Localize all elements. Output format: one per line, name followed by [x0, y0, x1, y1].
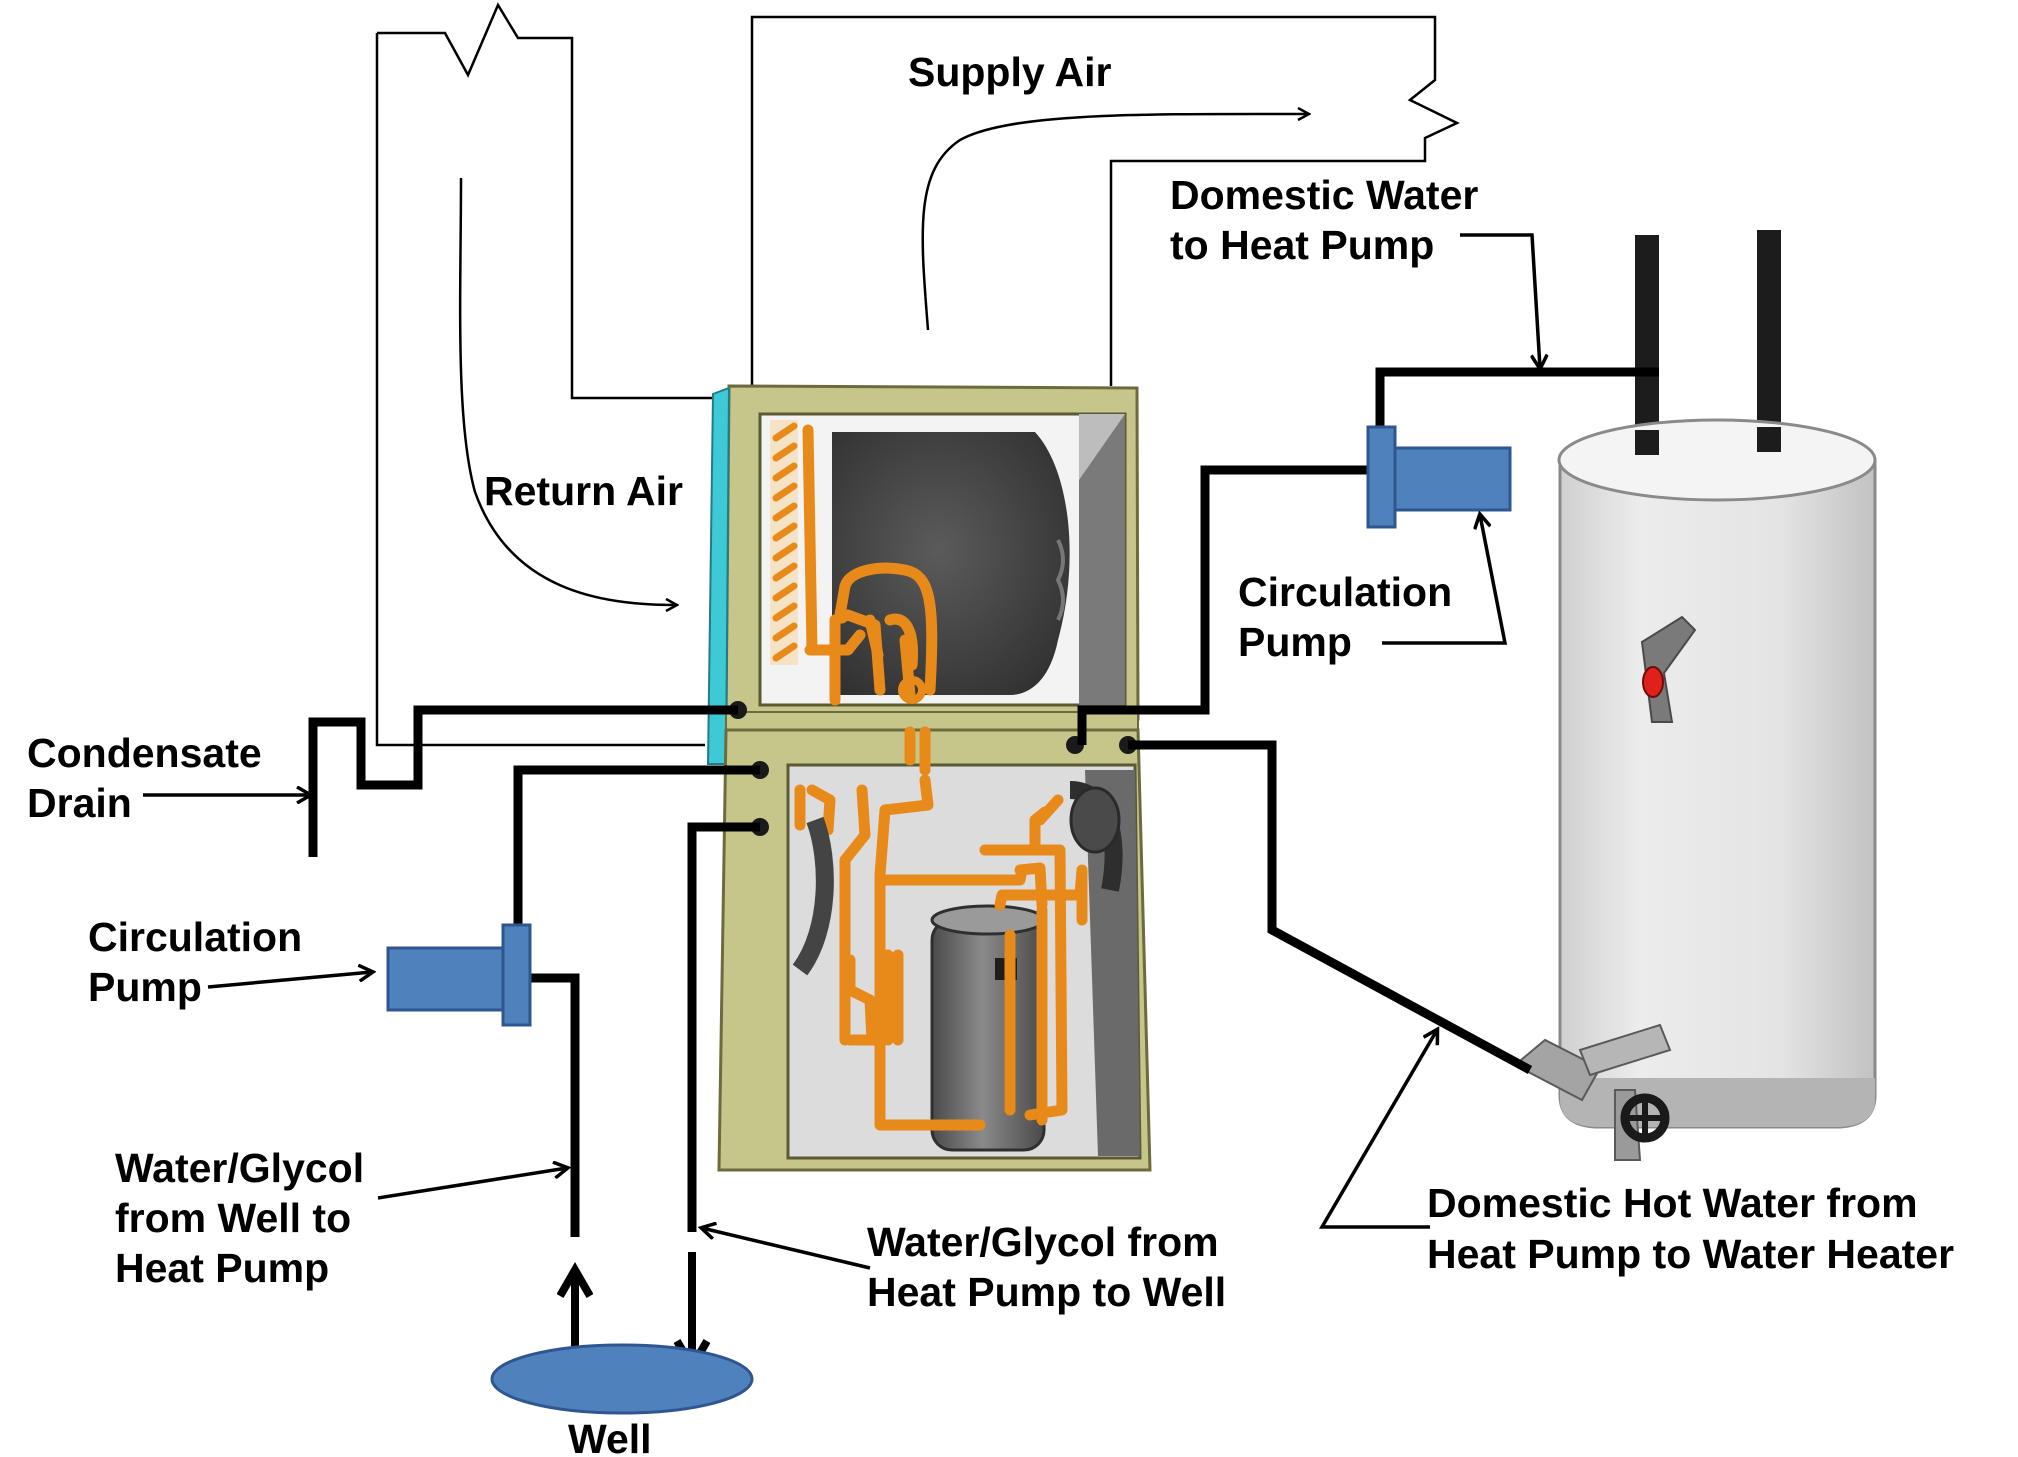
return-air-flow-arrow: [458, 177, 676, 605]
leader-glycol-in: [377, 1168, 567, 1200]
evaporator-coil-icon: [770, 420, 798, 665]
label-supply-air: Supply Air: [908, 49, 1112, 95]
label-circulation-pump-left: Circulation Pump: [88, 914, 314, 1010]
drain-valve-icon: [1513, 1023, 1672, 1161]
leader-domestic-hot-water: [1318, 1030, 1437, 1229]
domestic-water-to-heat-pump-pipe: [1077, 465, 1368, 745]
glycol-supply-pipe: [513, 765, 760, 925]
label-domestic-water: Domestic Water to Heat Pump: [1170, 172, 1490, 268]
compressor-icon: [930, 904, 1046, 1152]
leader-domestic-water: [1460, 233, 1540, 368]
glycol-supply-pipe-lower: [530, 973, 580, 1237]
label-glycol-to-well: Water/Glycol from Heat Pump to Well: [867, 1219, 1230, 1315]
condensate-drain-pipe: [308, 705, 738, 857]
label-condensate-drain: Condensate Drain: [27, 730, 273, 826]
leader-circulation-pump-right: [1382, 515, 1508, 645]
water-heater-tank: [1513, 230, 1877, 1161]
label-domestic-hot-water: Domestic Hot Water from Heat Pump to Wat…: [1427, 1180, 1954, 1277]
supply-air-flow-arrow: [921, 114, 1308, 331]
thermostat-knob-icon: [1640, 615, 1697, 723]
label-circulation-pump-right: Circulation Pump: [1238, 569, 1464, 665]
return-air-duct: [375, 2, 725, 747]
heat-pump-unit: [706, 384, 1152, 1172]
domestic-hot-water-return-pipe: [1128, 740, 1533, 1074]
circulation-pump-right-icon: [1366, 425, 1512, 529]
domestic-water-supply-pipe: [1375, 367, 1659, 430]
blower-icon: [832, 432, 1070, 695]
label-return-air: Return Air: [484, 468, 683, 514]
circulation-pump-left-icon: [386, 923, 532, 1027]
glycol-return-pipe: [687, 822, 760, 1232]
leader-glycol-out: [702, 1228, 871, 1270]
well-icon: [490, 1343, 754, 1415]
label-glycol-from-well: Water/Glycol from Well to Heat Pump: [115, 1145, 376, 1291]
leader-circulation-pump-left: [207, 972, 372, 989]
supply-air-duct: [750, 15, 1460, 386]
label-well: Well: [568, 1416, 652, 1457]
